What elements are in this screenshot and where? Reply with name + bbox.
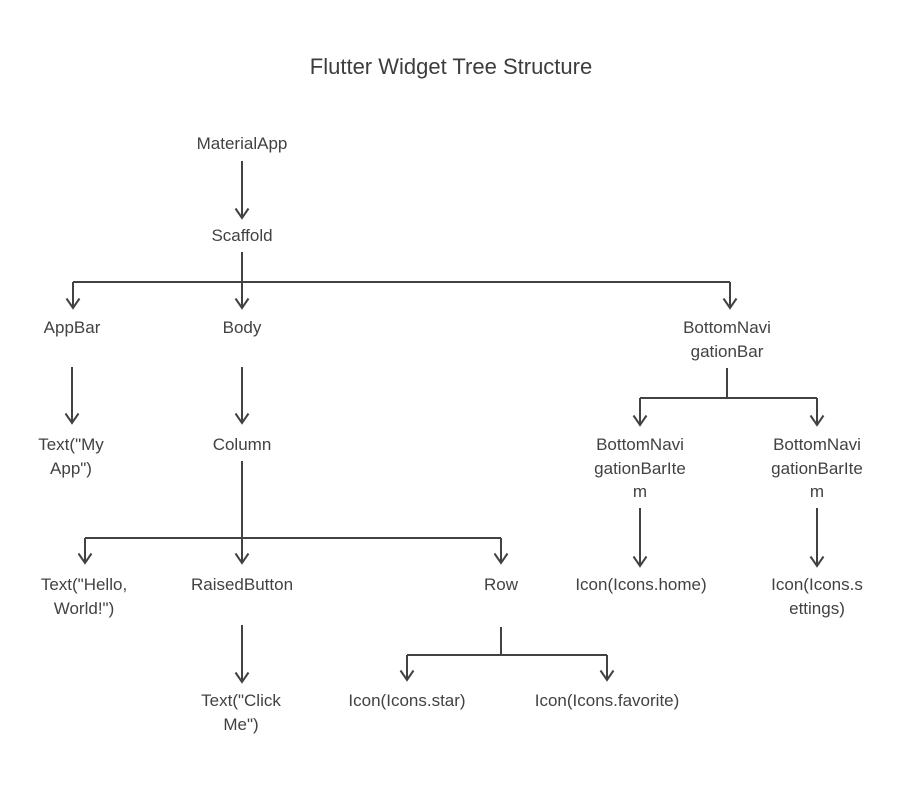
connector-body-column (234, 367, 250, 425)
node-icon-star: Icon(Icons.star) (348, 691, 466, 710)
node-body: Body (222, 318, 262, 337)
node-icon-favorite: Icon(Icons.favorite) (534, 691, 680, 710)
node-scaffold: Scaffold (211, 226, 273, 245)
connector-bottomnavbar-items (632, 368, 825, 427)
node-column: Column (212, 435, 272, 454)
connector-column-children (77, 461, 509, 565)
node-material-app: MaterialApp (196, 134, 288, 153)
node-raised-button: RaisedButton (190, 575, 294, 594)
connector-appbar-text (64, 367, 80, 425)
node-bottom-navigation-bar-item-2: BottomNavi gationBarIte m (771, 435, 863, 501)
diagram-title: Flutter Widget Tree Structure (309, 54, 593, 79)
node-icon-settings: Icon(Icons.s ettings) (771, 575, 863, 618)
node-text-hello-world: Text("Hello, World!") (40, 575, 128, 618)
connector-item2-iconsettings (809, 508, 825, 568)
node-text-my-app: Text("My App") (38, 435, 104, 478)
connector-row-icons (399, 627, 615, 682)
node-app-bar: AppBar (43, 318, 101, 337)
node-bottom-navigation-bar-item-1: BottomNavi gationBarIte m (594, 435, 686, 501)
connector-materialapp-scaffold (234, 161, 250, 220)
node-row: Row (483, 575, 519, 594)
node-icon-home: Icon(Icons.home) (575, 575, 707, 594)
node-bottom-navigation-bar: BottomNavi gationBar (683, 318, 771, 361)
connector-raisedbutton-text (234, 625, 250, 684)
connector-item1-iconhome (632, 508, 648, 568)
connector-scaffold-children (65, 252, 738, 310)
node-text-click-me: Text("Click Me") (201, 691, 281, 734)
